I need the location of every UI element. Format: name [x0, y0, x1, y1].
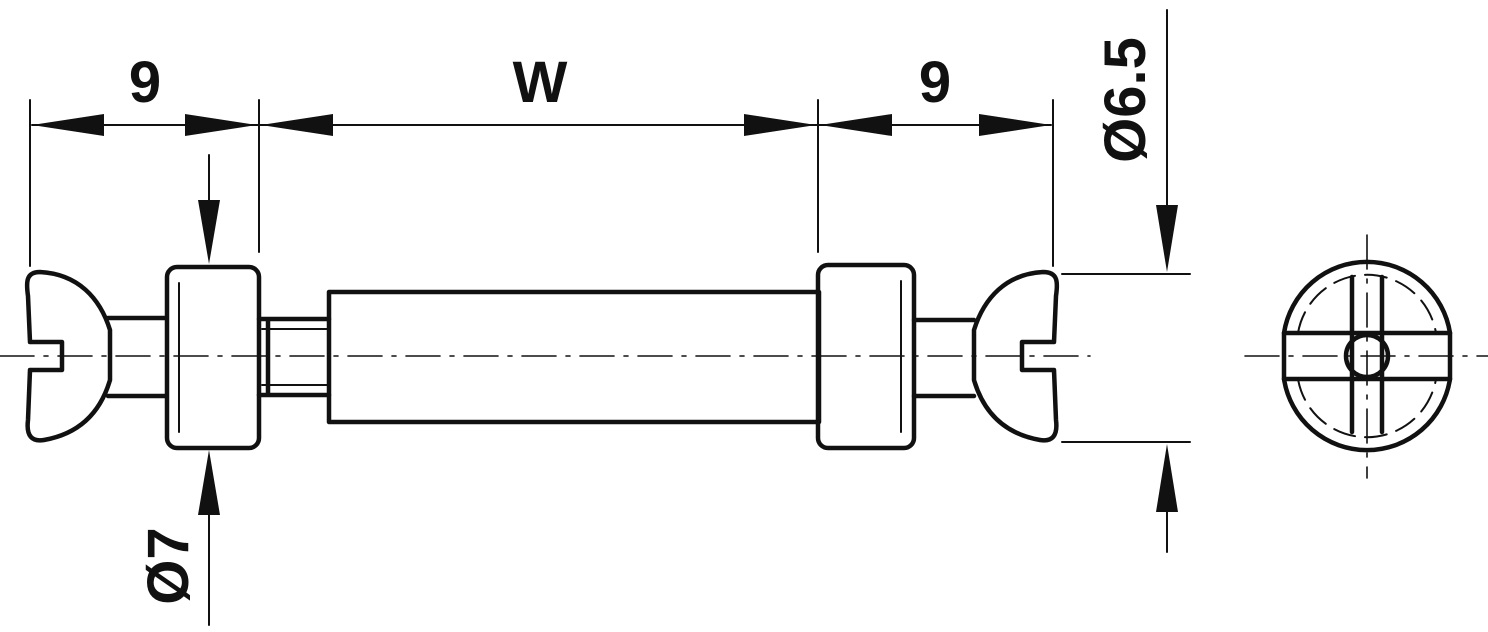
- hidden-arc-top: [1297, 273, 1437, 334]
- end-view-center-hole: [1343, 332, 1391, 380]
- dim-middle-length-label: W: [513, 50, 568, 115]
- left-head: [24, 269, 113, 443]
- right-collar: [815, 262, 917, 451]
- dim-collar-diameter-label: Ø7: [136, 527, 201, 604]
- dim-end-diameter-label: Ø6.5: [1093, 37, 1158, 163]
- threaded-section: [256, 316, 332, 398]
- length-dimension-line: [31, 114, 1052, 136]
- right-neck: [911, 317, 977, 399]
- collar-diameter-arrows: [198, 154, 220, 626]
- dim-left-length-label: 9: [129, 50, 161, 115]
- bolt-side-view: [0, 262, 1091, 451]
- dim-right-length-label: 9: [919, 50, 951, 115]
- left-collar: [164, 264, 262, 451]
- right-head: [971, 269, 1060, 443]
- hidden-arc-bottom: [1297, 378, 1437, 439]
- bolt-end-view: [1244, 234, 1488, 479]
- thread-lines: [261, 328, 330, 386]
- end-view-slot: [1349, 274, 1385, 435]
- left-neck: [105, 315, 169, 399]
- end-diameter-arrows: [1156, 9, 1178, 553]
- extension-lines: [29, 99, 1191, 443]
- main-body: [326, 289, 822, 425]
